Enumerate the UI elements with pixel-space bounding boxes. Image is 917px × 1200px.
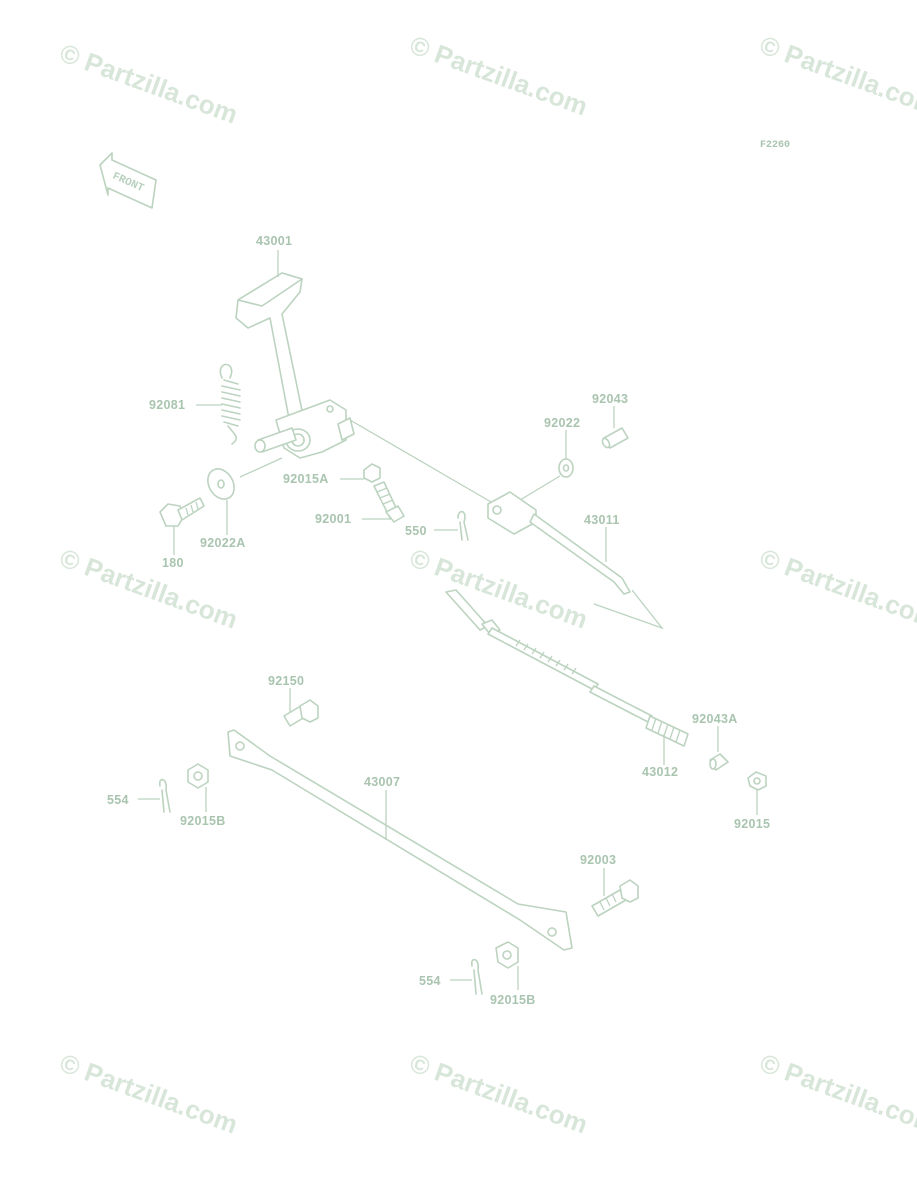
part-label-43001: 43001: [256, 234, 292, 248]
cotter-pin-550: [457, 510, 469, 541]
part-label-92015A: 92015A: [283, 472, 329, 486]
front-arrow-icon: FRONT: [99, 152, 157, 209]
part-label-92150: 92150: [268, 674, 304, 688]
part-label-92022A: 92022A: [200, 536, 246, 550]
brake-rod-43012: [445, 589, 689, 747]
watermark-layer: © Partzilla.com © Partzilla.com © Partzi…: [56, 29, 917, 1139]
part-label-554: 554: [107, 793, 129, 807]
brake-pedal: [235, 272, 355, 459]
return-spring: [219, 363, 241, 445]
part-label-550: 550: [405, 524, 427, 538]
part-label-92022: 92022: [544, 416, 580, 430]
watermark-text: © Partzilla.com: [756, 1047, 917, 1139]
nut-92015B-lower: [495, 941, 519, 969]
washer-92022: [558, 458, 574, 478]
watermark-text: © Partzilla.com: [406, 29, 592, 121]
bolt-92150: [283, 699, 319, 727]
watermark-text: © Partzilla.com: [406, 542, 592, 634]
part-label-43007: 43007: [364, 775, 400, 789]
watermark-text: © Partzilla.com: [56, 37, 242, 129]
nut-92015: [747, 771, 767, 791]
watermark-text: © Partzilla.com: [56, 542, 242, 634]
washer-92022A: [207, 468, 235, 500]
watermark-text: © Partzilla.com: [406, 1047, 592, 1139]
part-label-43011: 43011: [584, 513, 620, 527]
watermark-text: © Partzilla.com: [756, 542, 917, 634]
part-label-92043: 92043: [592, 392, 628, 406]
clip-554-lower: [470, 958, 483, 995]
part-label-92003: 92003: [580, 853, 616, 867]
watermark-text: © Partzilla.com: [56, 1047, 242, 1139]
collar-92043A: [709, 753, 729, 771]
nut-92015A: [363, 463, 381, 483]
watermark-text: © Partzilla.com: [756, 29, 917, 121]
part-label-92001: 92001: [315, 512, 351, 526]
part-label-92015: 92015: [734, 817, 770, 831]
part-label-43012: 43012: [642, 765, 678, 779]
pivot-bolt: [159, 497, 205, 527]
part-label-92015B: 92015B: [490, 993, 536, 1007]
adjuster-bolt: [373, 481, 405, 523]
bolt-92003: [591, 879, 639, 917]
clip-554-upper: [158, 778, 171, 813]
rear-rod-43007: [227, 729, 573, 951]
clevis-pin: [601, 427, 629, 449]
brake-rod-43011: [487, 491, 631, 595]
part-label-92081: 92081: [149, 398, 185, 412]
part-label-92015B: 92015B: [180, 814, 226, 828]
part-label-180: 180: [162, 556, 184, 570]
figure-code: F2260: [760, 140, 790, 151]
part-label-92043A: 92043A: [692, 712, 738, 726]
part-label-554: 554: [419, 974, 441, 988]
nut-92015B-upper: [187, 763, 209, 789]
